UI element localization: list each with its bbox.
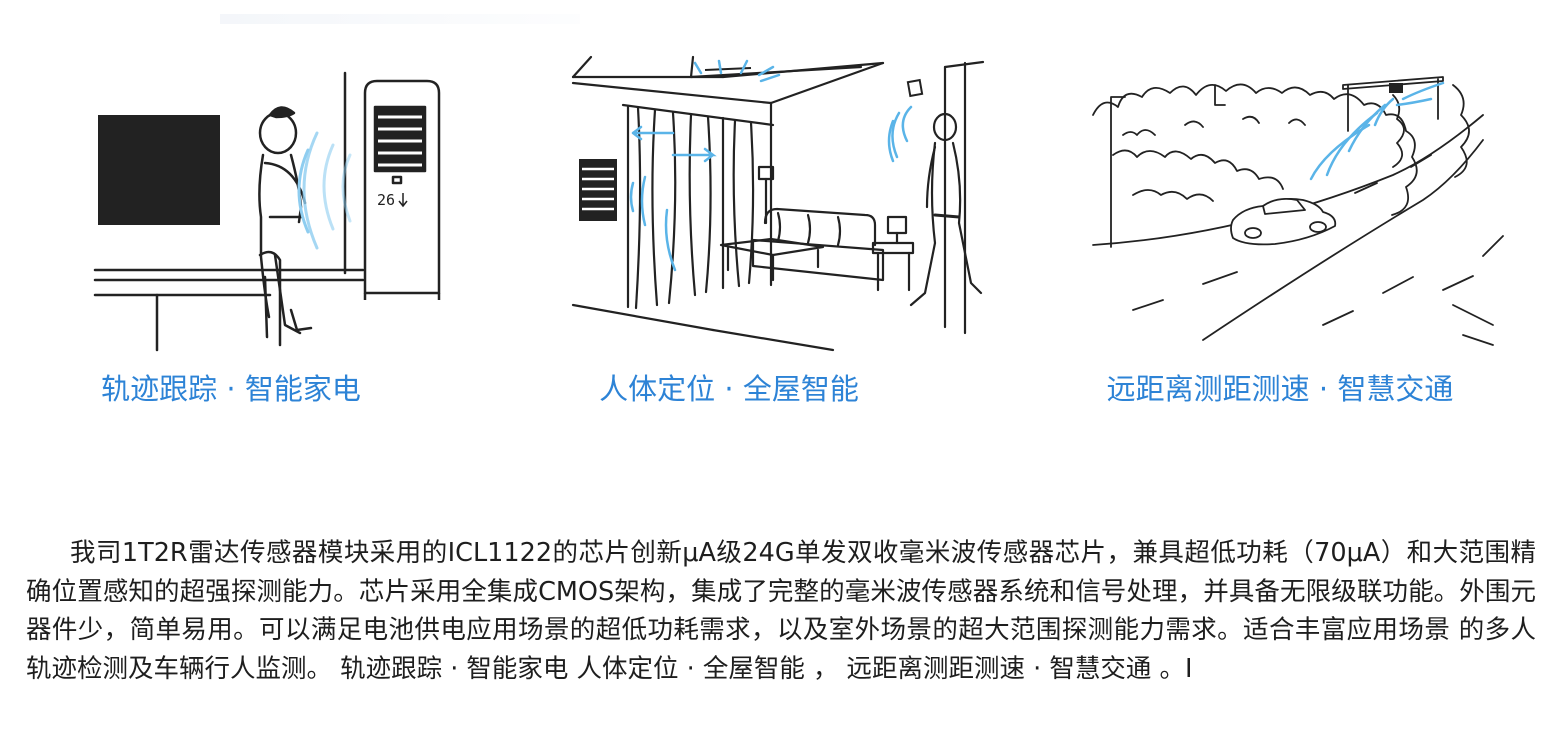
traffic-sensor-icon xyxy=(1389,83,1403,93)
radar-wave-icon xyxy=(297,131,352,250)
wall-sensor-icon xyxy=(906,78,924,98)
air-conditioner-icon xyxy=(363,79,441,300)
smart-appliance-illustration: 26 xyxy=(93,55,475,352)
caption-whole-house: 人体定位 · 全屋智能 xyxy=(599,372,859,406)
ac-display-reading: 26 xyxy=(377,191,395,209)
living-room-illustration xyxy=(571,55,985,352)
caption-smart-appliance: 轨迹跟踪 · 智能家电 xyxy=(101,372,361,406)
road-svg xyxy=(1092,76,1504,346)
walking-person-icon xyxy=(909,112,983,307)
tv-aircon-person-svg: 26 xyxy=(93,71,441,352)
faint-header-mark xyxy=(220,14,580,24)
car-icon xyxy=(1230,197,1337,246)
caption-smart-traffic: 远距离测距测速 · 智慧交通 xyxy=(1106,372,1454,406)
tv-icon xyxy=(98,115,220,225)
traffic-road-illustration xyxy=(1092,55,1504,350)
description-paragraph: 我司1T2R雷达传感器模块采用的ICL1122的芯片创新μA级24G单发双收毫米… xyxy=(26,538,1536,684)
living-room-svg xyxy=(571,55,985,352)
